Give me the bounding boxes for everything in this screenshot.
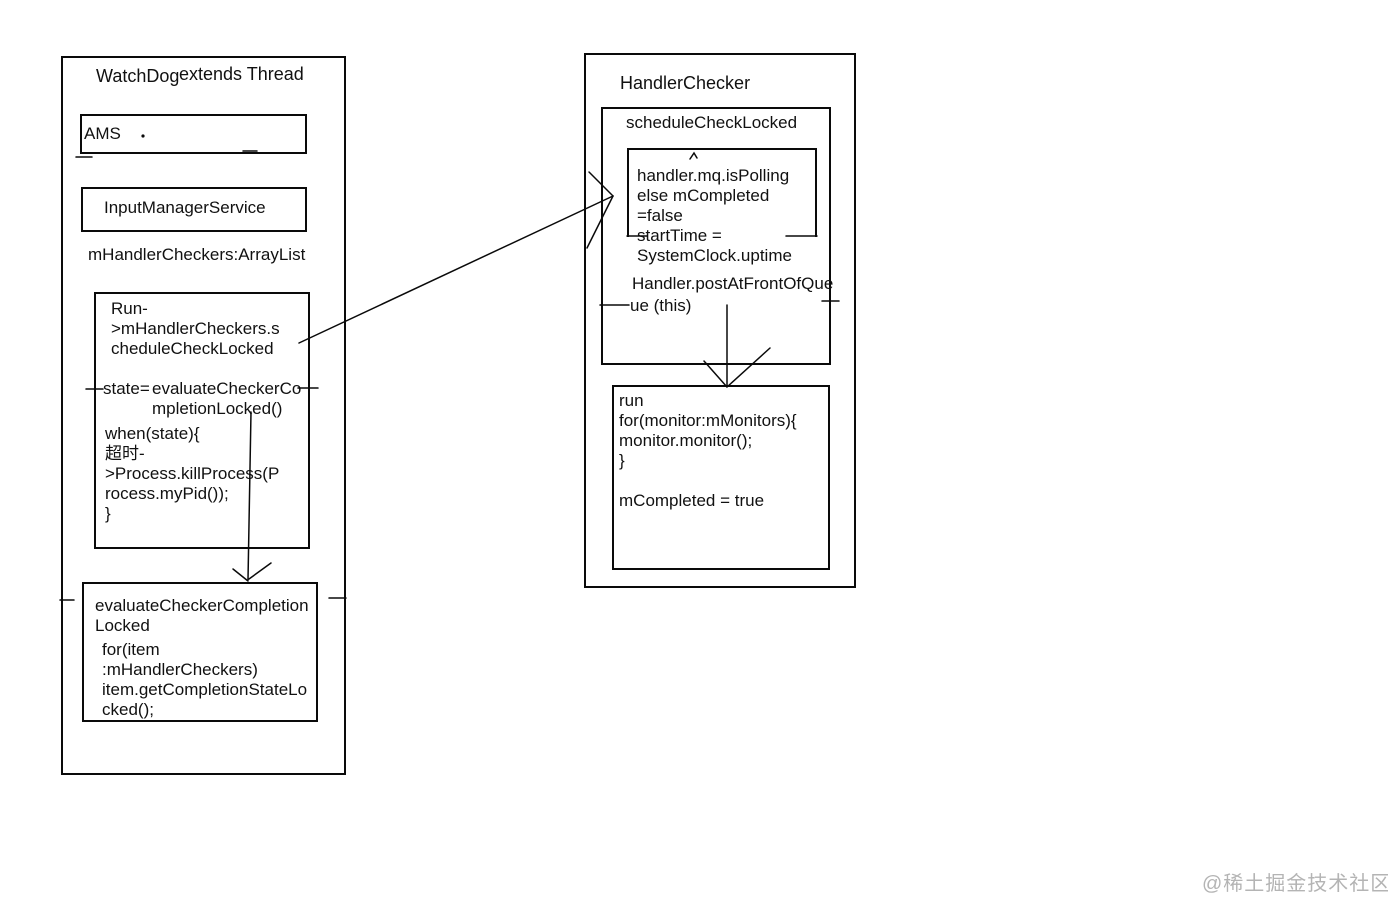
- run-state-value: evaluateCheckerCo mpletionLocked(): [152, 379, 302, 418]
- watchdog-run-method-box: [94, 292, 310, 549]
- watchdog-extends-label: extends Thread: [179, 64, 304, 84]
- post-at-front-text: Handler.postAtFrontOfQue: [632, 274, 834, 293]
- watchdog-class-box: [61, 56, 346, 775]
- run-state-label: state=: [103, 379, 150, 398]
- handler-checkers-list-label: mHandlerCheckers:ArrayList: [88, 245, 306, 264]
- watermark: @稀土掘金技术社区: [1202, 873, 1388, 895]
- schedule-check-locked-title: scheduleCheckLocked: [626, 113, 798, 132]
- ams-box: [80, 114, 307, 154]
- input-manager-service-label: InputManagerService: [104, 198, 266, 217]
- evaluate-checker-title: evaluateCheckerCompletion Locked: [95, 596, 309, 635]
- arrow-run-to-schedule: [298, 195, 614, 344]
- watchdog-title: WatchDog: [96, 66, 180, 86]
- post-at-front-text-2: ue (this): [630, 296, 692, 315]
- ams-label: AMS: [84, 124, 121, 143]
- run-body-text: when(state){ 超时- >Process.killProcess(P …: [105, 424, 280, 523]
- handlerchecker-run-text: run for(monitor:mMonitors){ monitor.moni…: [619, 391, 797, 510]
- handlerchecker-title: HandlerChecker: [620, 73, 751, 93]
- evaluate-checker-body: for(item :mHandlerCheckers) item.getComp…: [102, 640, 308, 719]
- schedule-inner-code-text: handler.mq.isPolling else mCompleted =fa…: [637, 166, 792, 265]
- evaluate-checker-box: [82, 582, 318, 722]
- run-header-text: Run- >mHandlerCheckers.s cheduleCheckLoc…: [111, 299, 280, 358]
- schedule-inner-code-box: [627, 148, 817, 237]
